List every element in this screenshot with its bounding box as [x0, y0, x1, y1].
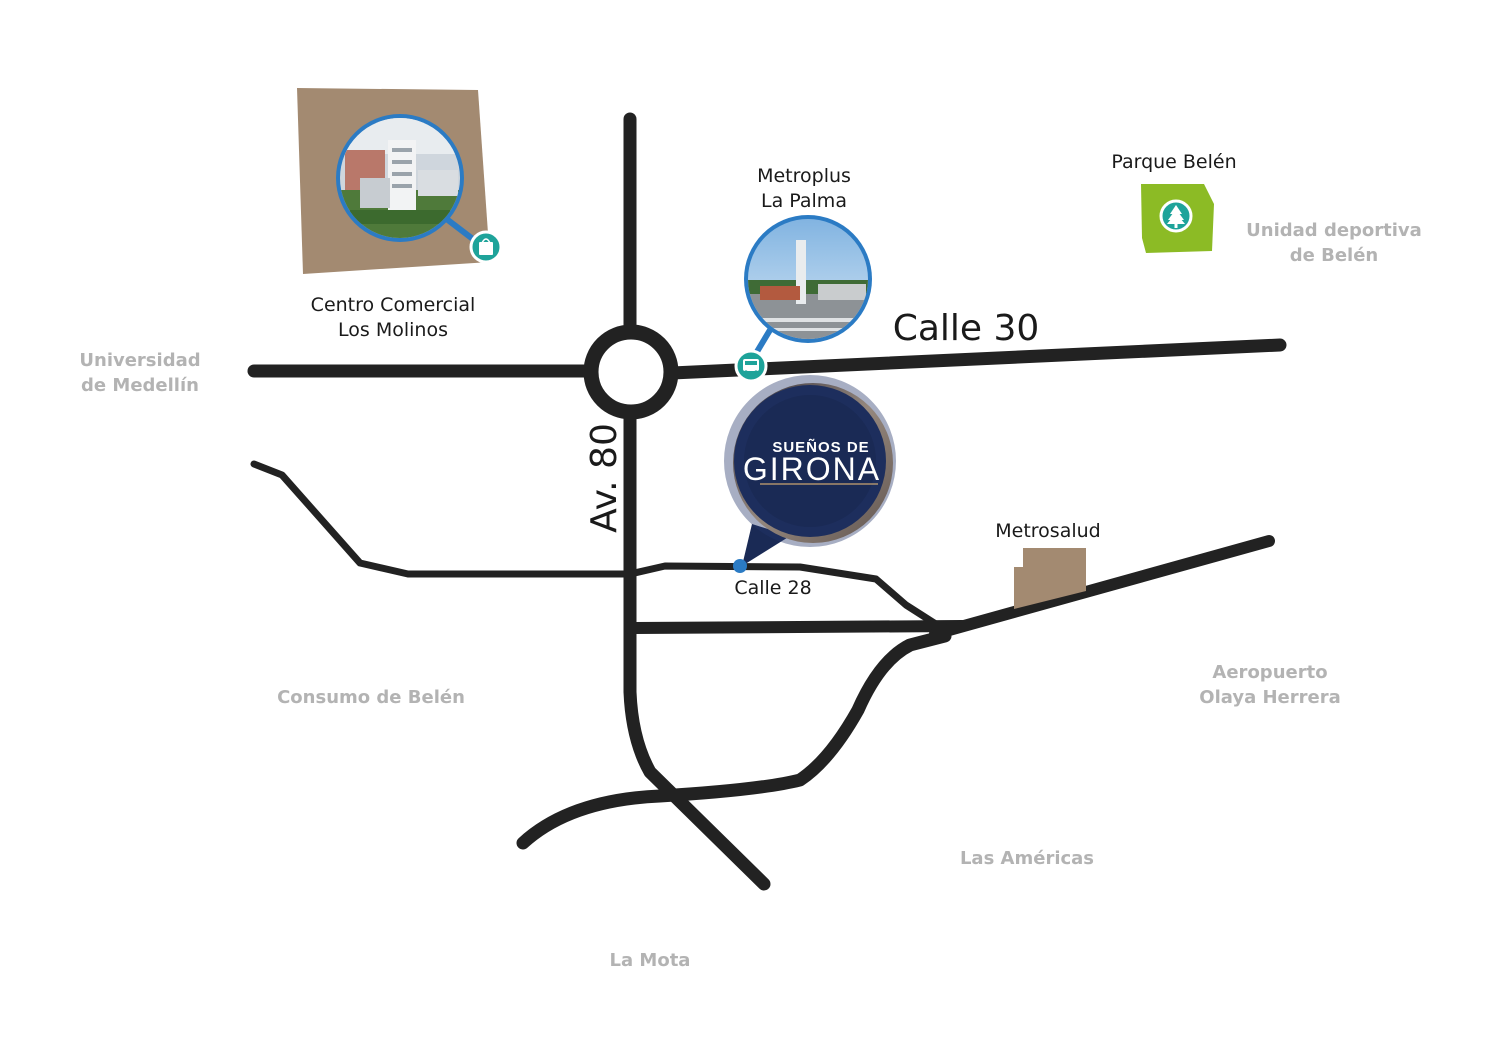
project-logo-badge: [734, 385, 886, 537]
neighborhood-unidad-deportiva-2: de Belén: [1290, 245, 1378, 266]
tree-glyph-bottom: [1167, 213, 1185, 224]
landmark-parque-belen[interactable]: Parque Belén: [1111, 151, 1237, 253]
neighborhood-consumo: Consumo de Belén: [277, 687, 465, 708]
neighborhood-labels: Universidad de Medellín Unidad deportiva…: [79, 220, 1421, 971]
landmark-centro-comercial[interactable]: Centro Comercial Los Molinos: [297, 88, 503, 341]
metroplus-label-1: Metroplus: [757, 165, 851, 187]
neighborhood-unidad-deportiva-1: Unidad deportiva: [1246, 220, 1422, 241]
project-marker[interactable]: SUEÑOS DE GIRONA: [724, 375, 896, 573]
centro-comercial-label-1: Centro Comercial: [311, 294, 476, 316]
road-mid-horizontal: [624, 620, 968, 634]
road-calle-30-east: [665, 338, 1287, 380]
centro-comercial-label-2: Los Molinos: [338, 319, 448, 341]
neighborhood-la-mota: La Mota: [610, 950, 691, 971]
bus-glyph-window: [745, 361, 757, 365]
project-logo-main: GIRONA: [743, 451, 881, 487]
neighborhood-aeropuerto-1: Aeropuerto: [1212, 662, 1327, 683]
parque-belen-label: Parque Belén: [1111, 151, 1236, 173]
metrosalud-label: Metrosalud: [995, 520, 1100, 542]
road-network: [247, 112, 1287, 891]
road-label-calle-30: Calle 30: [893, 308, 1040, 349]
metrosalud-block: [1014, 548, 1086, 609]
shopping-bag-handle: [481, 238, 491, 244]
project-logo-texture: [724, 375, 896, 547]
shopping-bag-glyph: [479, 242, 493, 255]
neighborhood-las-americas: Las Américas: [960, 848, 1094, 869]
mall-photo: [340, 118, 460, 238]
road-av-80-south: [623, 411, 771, 891]
metroplus-photo: [748, 219, 868, 339]
location-pin-icon[interactable]: [733, 559, 747, 573]
road-curve-southwest: [516, 629, 952, 850]
landmark-metroplus[interactable]: Metroplus La Palma: [734, 165, 874, 383]
road-label-calle-28: Calle 28: [734, 577, 811, 599]
landmark-metrosalud[interactable]: Metrosalud: [995, 520, 1101, 609]
road-calle-28: [250, 460, 946, 632]
neighborhood-aeropuerto-2: Olaya Herrera: [1199, 687, 1340, 708]
project-logo-top: SUEÑOS DE: [772, 438, 869, 456]
tree-glyph-trunk: [1174, 224, 1178, 228]
road-diagonal-east: [929, 535, 1275, 640]
neighborhood-universidad-1: Universidad: [79, 350, 200, 371]
bus-glyph-wheel-right: [754, 370, 758, 374]
metroplus-label-2: La Palma: [761, 190, 847, 212]
neighborhood-universidad-2: de Medellín: [81, 375, 199, 396]
bus-glyph-wheel-left: [744, 370, 748, 374]
road-label-av-80: Av. 80: [584, 423, 625, 533]
roundabout: [583, 324, 679, 420]
